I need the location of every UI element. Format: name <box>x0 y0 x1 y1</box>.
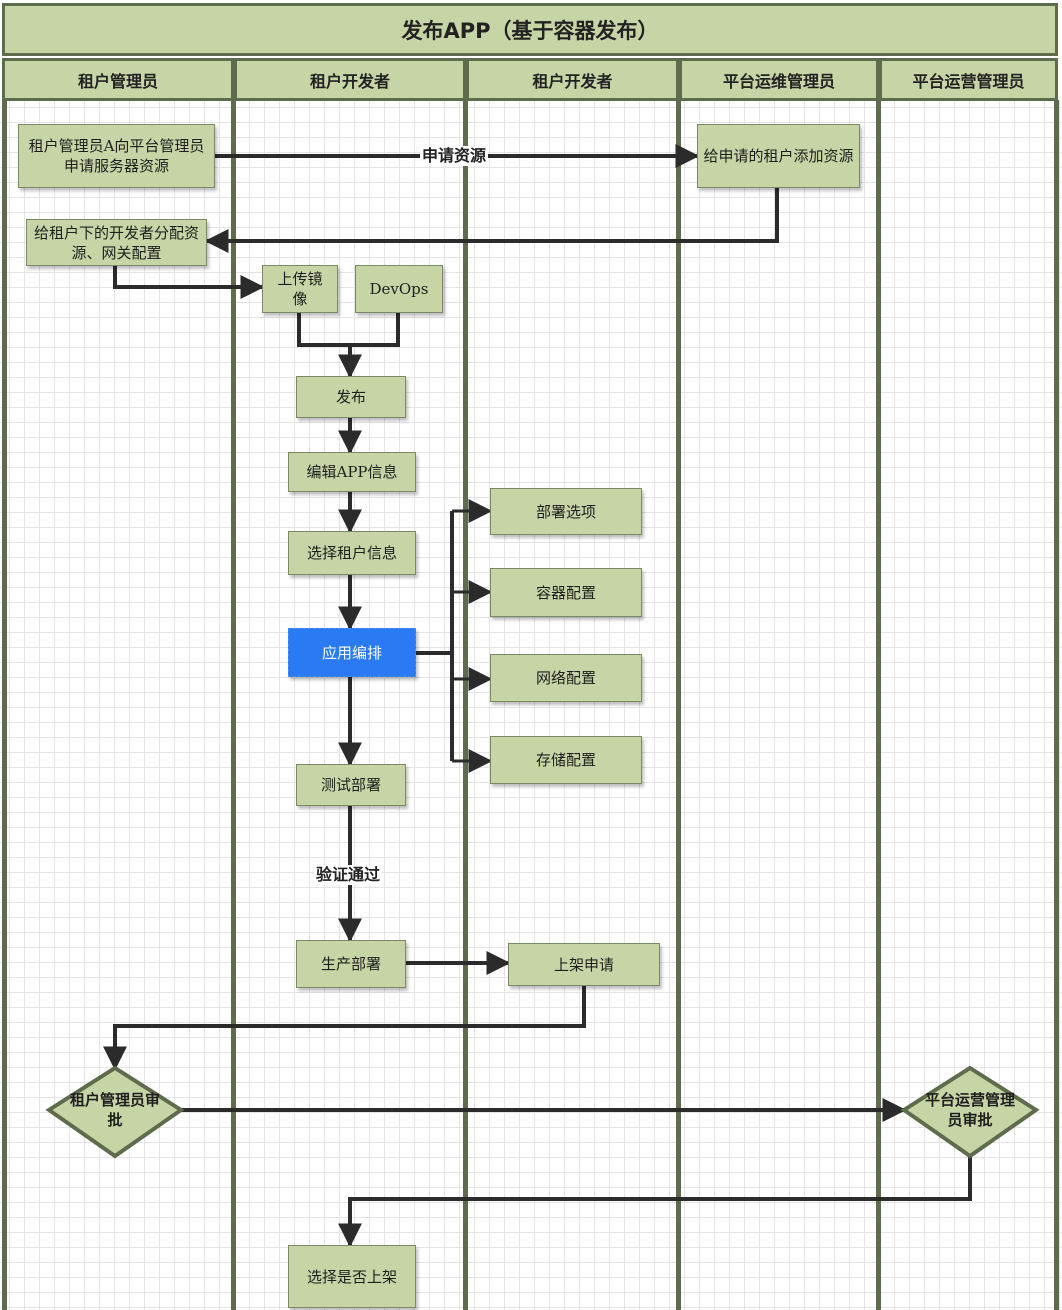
lane-divider <box>1054 100 1059 1310</box>
node-test-deploy[interactable]: 测试部署 <box>296 764 406 806</box>
lane-header-platform-ops-admin: 平台运维管理员 <box>679 58 879 101</box>
arrow-listing-to-tenant-approval <box>103 986 586 1071</box>
lane-divider <box>876 100 881 1310</box>
node-allocate-resource[interactable]: 给租户下的开发者分配资源、网关配置 <box>26 219 207 266</box>
diamond-tenant-admin-approval <box>45 1065 185 1159</box>
lane-divider <box>463 100 468 1310</box>
node-deploy-options[interactable]: 部署选项 <box>490 488 642 535</box>
node-publish[interactable]: 发布 <box>296 376 406 418</box>
node-prod-deploy[interactable]: 生产部署 <box>296 940 406 988</box>
lane-divider <box>676 100 681 1310</box>
edge-label-verify-passed: 验证通过 <box>314 865 383 885</box>
node-devops[interactable]: DevOps <box>355 265 443 313</box>
diagram-title: 发布APP（基于容器发布） <box>2 3 1058 56</box>
diamond-platform-ops-approval-label[interactable]: 平台运营管理员审批 <box>924 1091 1015 1129</box>
diamond-tenant-admin-approval-label[interactable]: 租户管理员审批 <box>69 1091 160 1129</box>
arrow-allocate-to-upload <box>113 266 265 299</box>
node-apply-resource[interactable]: 租户管理员A向平台管理员申请服务器资源 <box>18 124 215 188</box>
node-upload-image[interactable]: 上传镜像 <box>262 265 338 313</box>
lane-header-tenant-developer-1: 租户开发者 <box>234 58 466 101</box>
edge-label-apply-resource: 申请资源 <box>420 146 489 166</box>
lane-header-tenant-developer-2: 租户开发者 <box>466 58 679 101</box>
node-select-tenant-info[interactable]: 选择租户信息 <box>288 531 416 575</box>
node-edit-app-info[interactable]: 编辑APP信息 <box>288 452 416 492</box>
lane-divider <box>231 100 236 1310</box>
diamond-platform-ops-approval <box>900 1065 1040 1159</box>
node-storage-config[interactable]: 存储配置 <box>490 736 642 784</box>
arrow-platform-approval-to-choose <box>338 1156 972 1248</box>
lane-header-platform-operation-admin: 平台运营管理员 <box>879 58 1058 101</box>
node-choose-listing[interactable]: 选择是否上架 <box>288 1245 416 1308</box>
node-add-resource[interactable]: 给申请的租户添加资源 <box>697 124 860 188</box>
connector-merge <box>297 313 400 347</box>
lane-divider <box>2 100 7 1310</box>
node-app-orchestration[interactable]: 应用编排 <box>288 628 416 677</box>
arrow-add-to-allocate <box>204 188 779 253</box>
node-network-config[interactable]: 网络配置 <box>490 654 642 702</box>
lane-header-tenant-admin: 租户管理员 <box>2 58 234 101</box>
node-listing-request[interactable]: 上架申请 <box>508 943 660 986</box>
node-container-config[interactable]: 容器配置 <box>490 568 642 617</box>
